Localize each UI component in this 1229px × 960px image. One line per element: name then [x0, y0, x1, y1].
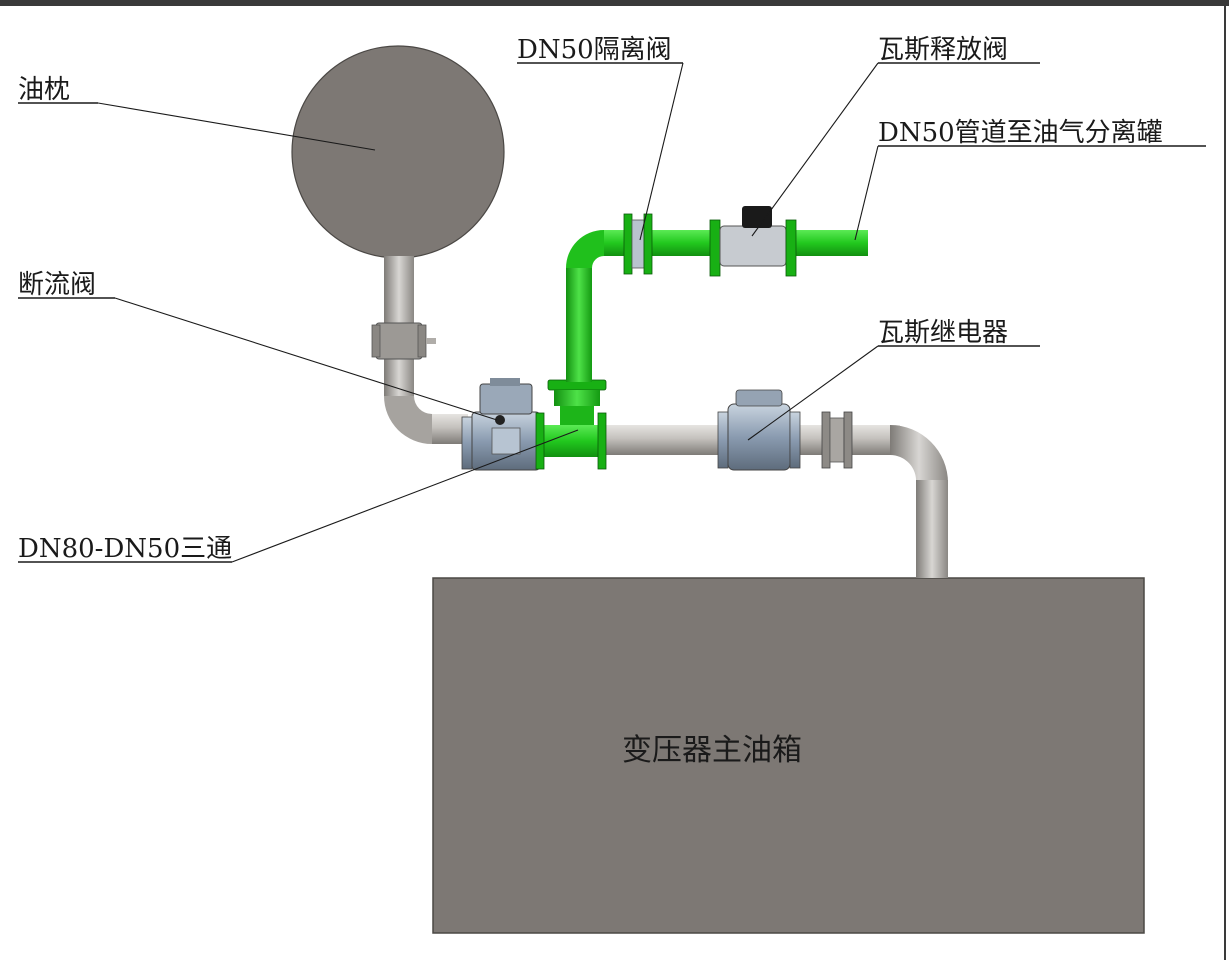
- label-isolation-valve: DN50隔离阀: [517, 35, 672, 65]
- label-main-tank: 变压器主油箱: [622, 733, 802, 768]
- label-pipe-to-separator: DN50管道至油气分离罐: [878, 118, 1163, 148]
- leader-gas-release-valve: [751, 62, 879, 237]
- label-shutoff-valve: 断流阀: [18, 270, 96, 300]
- window-top-bar: [0, 0, 1229, 6]
- gas-relay: [717, 389, 801, 471]
- pipe-flange-coupling: [821, 411, 853, 469]
- frame-right-border: [1224, 6, 1226, 960]
- conservator-pipe: [371, 256, 468, 444]
- leader-shutoff-valve: [114, 297, 498, 421]
- label-tee: DN80-DN50三通: [18, 534, 232, 564]
- main-oil-tank: [432, 577, 1145, 934]
- label-oil-conservator: 油枕: [18, 75, 70, 105]
- leader-tee: [231, 429, 579, 563]
- label-gas-release-valve: 瓦斯释放阀: [878, 35, 1008, 65]
- shutoff-valve: [461, 378, 541, 471]
- leader-pipe-to-separator: [854, 145, 879, 241]
- leader-gas-relay: [747, 345, 879, 441]
- oil-conservator: [291, 45, 505, 259]
- leader-oil-conservator: [97, 102, 376, 151]
- leader-isolation-valve: [639, 62, 684, 241]
- isolation-valve: [623, 213, 653, 275]
- label-gas-relay: 瓦斯继电器: [878, 318, 1008, 348]
- gas-release-valve: [709, 206, 797, 277]
